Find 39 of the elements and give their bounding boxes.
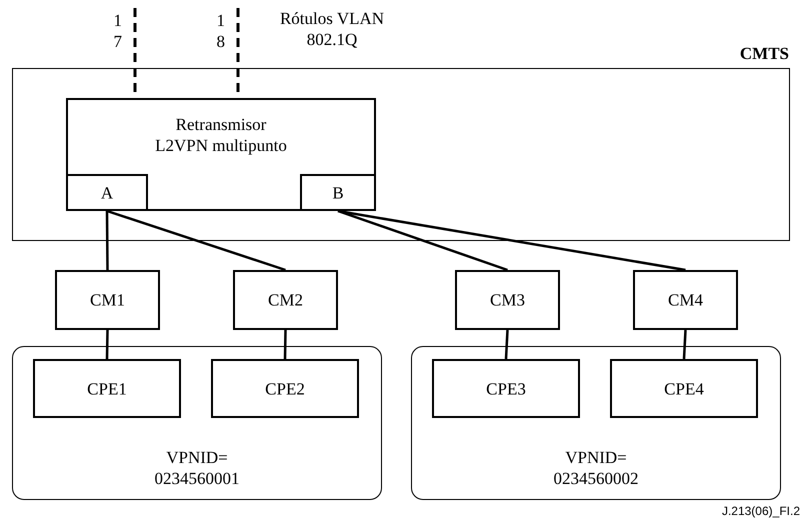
cable-modem-box <box>455 270 560 330</box>
connector-line <box>338 210 686 272</box>
group-label: VPNID= 0234560001 <box>154 447 240 489</box>
group-label: VPNID= 0234560002 <box>552 447 640 489</box>
figure-id: J.213(06)_FI.2 <box>720 503 800 519</box>
connector-line <box>106 210 286 272</box>
cpe-box <box>33 359 181 418</box>
port-box <box>66 174 148 211</box>
box-label: A <box>100 182 114 203</box>
cable-modem-box <box>633 270 738 330</box>
cpe-box <box>211 359 359 418</box>
port-box <box>300 174 376 211</box>
box-title: CMTS <box>740 43 789 64</box>
cable-modem-box <box>233 270 338 330</box>
box-label: CPE1 <box>86 378 128 399</box>
vpn-group-box <box>411 346 781 500</box>
box-label: B <box>331 182 345 203</box>
box-label: CM2 <box>267 290 304 310</box>
vpn-group-box <box>12 346 382 500</box>
edge-label: 1 7 <box>112 10 122 52</box>
box-label: CPE4 <box>663 378 705 399</box>
box-label: CM4 <box>667 290 704 310</box>
connector-line <box>106 330 109 360</box>
box-label: Retransmisor L2VPN multipunto <box>154 114 288 156</box>
box-label: CPE2 <box>264 378 306 399</box>
connector-line <box>682 330 687 360</box>
cable-modem-box <box>55 270 160 330</box>
connector-line <box>284 330 287 360</box>
note-text: Rótulos VLAN 802.1Q <box>278 8 386 50</box>
relay-box <box>66 98 376 211</box>
box-label: CM1 <box>89 290 126 310</box>
cpe-box <box>432 359 580 418</box>
edge-label: 1 8 <box>216 10 225 52</box>
cpe-box <box>610 359 758 418</box>
box-label: CPE3 <box>485 378 527 399</box>
box-label: CM3 <box>489 290 526 310</box>
connector-line <box>106 210 109 270</box>
connector-line <box>504 330 509 360</box>
connector-line <box>338 210 508 272</box>
